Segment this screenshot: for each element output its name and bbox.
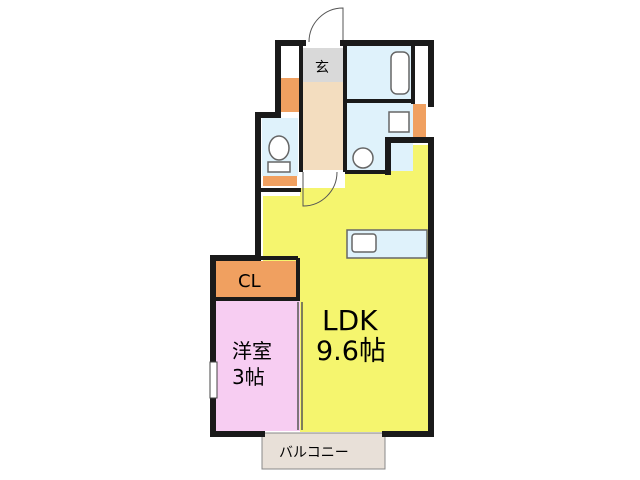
ldk-label: LDK — [322, 304, 378, 337]
closet-area — [216, 261, 296, 299]
ldk-size-label: 9.6帖 — [316, 336, 386, 367]
sink-icon — [351, 233, 377, 253]
toilet-shelf — [263, 176, 297, 186]
storage-strip — [413, 104, 426, 140]
closet-label: CL — [238, 271, 261, 292]
hall-area — [303, 82, 345, 170]
entrance-label: 玄 — [315, 59, 329, 76]
entrance-area — [303, 48, 343, 82]
washbasin-icon — [388, 111, 410, 133]
entrance-door-swing — [308, 7, 344, 43]
balcony-label: バルコニー — [279, 445, 349, 461]
washing-machine-icon — [352, 147, 374, 169]
hall-door-swing — [302, 171, 338, 207]
shoe-rack — [281, 78, 301, 112]
window — [209, 361, 218, 399]
ldk-area — [263, 145, 428, 432]
interior-walls — [216, 43, 415, 301]
bathtub-icon — [390, 51, 410, 95]
sliding-door — [297, 302, 303, 430]
toilet-icon — [268, 135, 290, 161]
balcony-area — [261, 432, 386, 470]
western-room-size-label: 3帖 — [232, 365, 265, 389]
western-room-area — [216, 300, 300, 431]
walls — [210, 40, 434, 437]
toilet-tank-icon — [267, 161, 291, 173]
western-room-label: 洋室 — [232, 339, 272, 363]
